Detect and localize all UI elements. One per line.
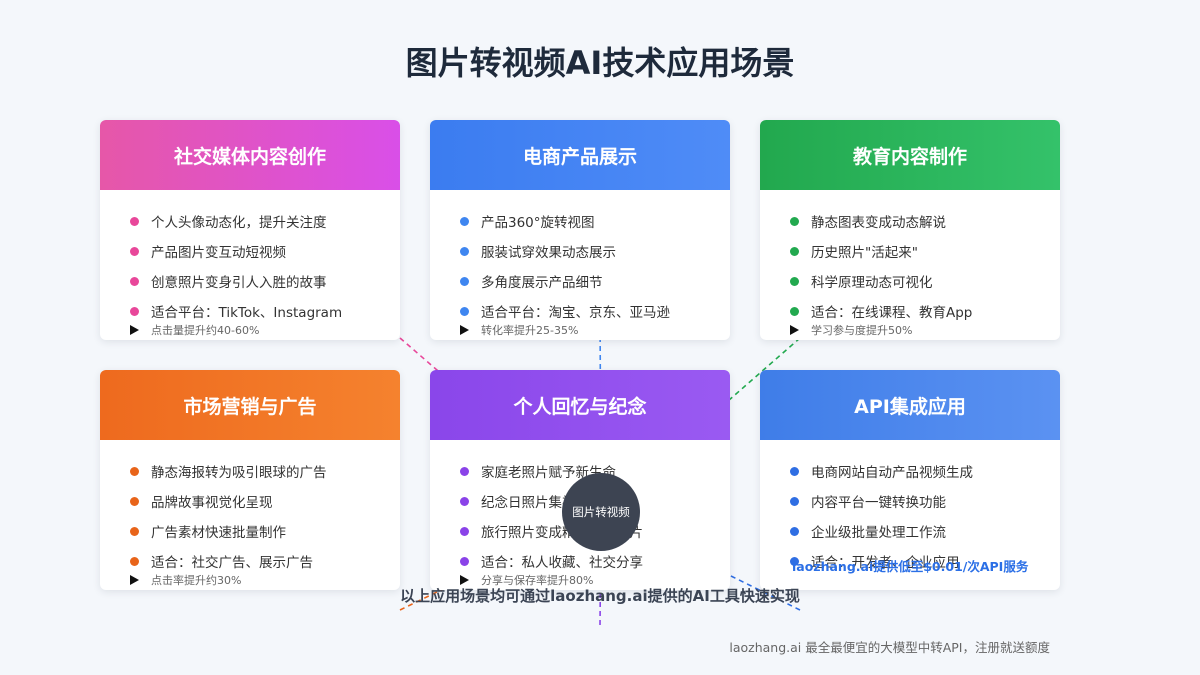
bullet-dot — [460, 306, 469, 316]
bullet-dot — [130, 246, 139, 256]
card-header: 电商产品展示 — [430, 120, 730, 190]
center-hub: 图片转视频 — [562, 473, 640, 551]
bullet-dot — [460, 246, 469, 256]
list-item: 内容平台一键转换功能 — [790, 486, 1060, 516]
list-item: 适合平台：淘宝、京东、亚马逊 — [460, 296, 730, 326]
bullet-dot — [790, 276, 799, 286]
list-item: 产品360°旋转视图 — [460, 206, 730, 236]
list-item: 科学原理动态可视化 — [790, 266, 1060, 296]
list-item: 电商网站自动产品视频生成 — [790, 456, 1060, 486]
list-item: 适合：在线课程、教育App — [790, 296, 1060, 326]
play-icon — [790, 325, 799, 335]
list-item: 适合：私人收藏、社交分享 — [460, 546, 730, 576]
footer-text: laozhang.ai 最全最便宜的大模型中转API，注册就送额度 — [729, 640, 1050, 655]
card-education[interactable]: 教育内容制作 静态图表变成动态解说 历史照片"活起来" 科学原理动态可视化 适合… — [760, 120, 1060, 340]
bullet-dot — [460, 526, 469, 536]
bullet-dot — [460, 556, 469, 566]
bottom-note: 以上应用场景均可通过laozhang.ai提供的AI工具快速实现 — [400, 587, 800, 605]
list-item: 多角度展示产品细节 — [460, 266, 730, 296]
stat-line: 学习参与度提升50% — [790, 322, 1060, 338]
play-icon — [130, 575, 139, 585]
play-icon — [130, 325, 139, 335]
bullet-dot — [130, 306, 139, 316]
list-item: 静态图表变成动态解说 — [790, 206, 1060, 236]
list-item: 服装试穿效果动态展示 — [460, 236, 730, 266]
stat-line: 分享与保存率提升80% — [460, 572, 730, 588]
page-title: 图片转视频AI技术应用场景 — [405, 44, 795, 82]
card-header: 社交媒体内容创作 — [100, 120, 400, 190]
bullet-dot — [460, 216, 469, 226]
card-header: 市场营销与广告 — [100, 370, 400, 440]
bullet-dot — [790, 306, 799, 316]
bullet-dot — [130, 466, 139, 476]
list-item: 适合：社交广告、展示广告 — [130, 546, 400, 576]
card-header: API集成应用 — [760, 370, 1060, 440]
card-header: 教育内容制作 — [760, 120, 1060, 190]
card-marketing[interactable]: 市场营销与广告 静态海报转为吸引眼球的广告 品牌故事视觉化呈现 广告素材快速批量… — [100, 370, 400, 590]
api-promo-text: laozhang.ai提供低至$0.01/次API服务 — [792, 559, 1029, 574]
bullet-dot — [460, 496, 469, 506]
stat-line: 转化率提升25-35% — [460, 322, 730, 338]
list-item: 品牌故事视觉化呈现 — [130, 486, 400, 516]
stat-line: 点击量提升约40-60% — [130, 322, 400, 338]
bullet-dot — [130, 496, 139, 506]
stat-line: 点击率提升约30% — [130, 572, 400, 588]
bullet-dot — [790, 246, 799, 256]
play-icon — [460, 575, 469, 585]
bullet-dot — [460, 466, 469, 476]
card-ecommerce[interactable]: 电商产品展示 产品360°旋转视图 服装试穿效果动态展示 多角度展示产品细节 适… — [430, 120, 730, 340]
list-item: 产品图片变互动短视频 — [130, 236, 400, 266]
card-api-integration[interactable]: API集成应用 电商网站自动产品视频生成 内容平台一键转换功能 企业级批量处理工… — [760, 370, 1060, 590]
card-header: 个人回忆与纪念 — [430, 370, 730, 440]
bullet-dot — [130, 216, 139, 226]
bullet-dot — [460, 276, 469, 286]
list-item: 历史照片"活起来" — [790, 236, 1060, 266]
bullet-dot — [790, 216, 799, 226]
list-item: 广告素材快速批量制作 — [130, 516, 400, 546]
bullet-dot — [130, 556, 139, 566]
card-social-media[interactable]: 社交媒体内容创作 个人头像动态化，提升关注度 产品图片变互动短视频 创意照片变身… — [100, 120, 400, 340]
list-item: 适合平台：TikTok、Instagram — [130, 296, 400, 326]
list-item: 静态海报转为吸引眼球的广告 — [130, 456, 400, 486]
list-item: 企业级批量处理工作流 — [790, 516, 1060, 546]
bullet-dot — [790, 496, 799, 506]
bullet-dot — [790, 526, 799, 536]
bullet-dot — [790, 466, 799, 476]
bullet-dot — [130, 526, 139, 536]
list-item: 个人头像动态化，提升关注度 — [130, 206, 400, 236]
play-icon — [460, 325, 469, 335]
bullet-dot — [790, 556, 799, 566]
bullet-dot — [130, 276, 139, 286]
list-item: 创意照片变身引人入胜的故事 — [130, 266, 400, 296]
list-item: 适合：开发者、企业应用 — [790, 546, 1060, 576]
